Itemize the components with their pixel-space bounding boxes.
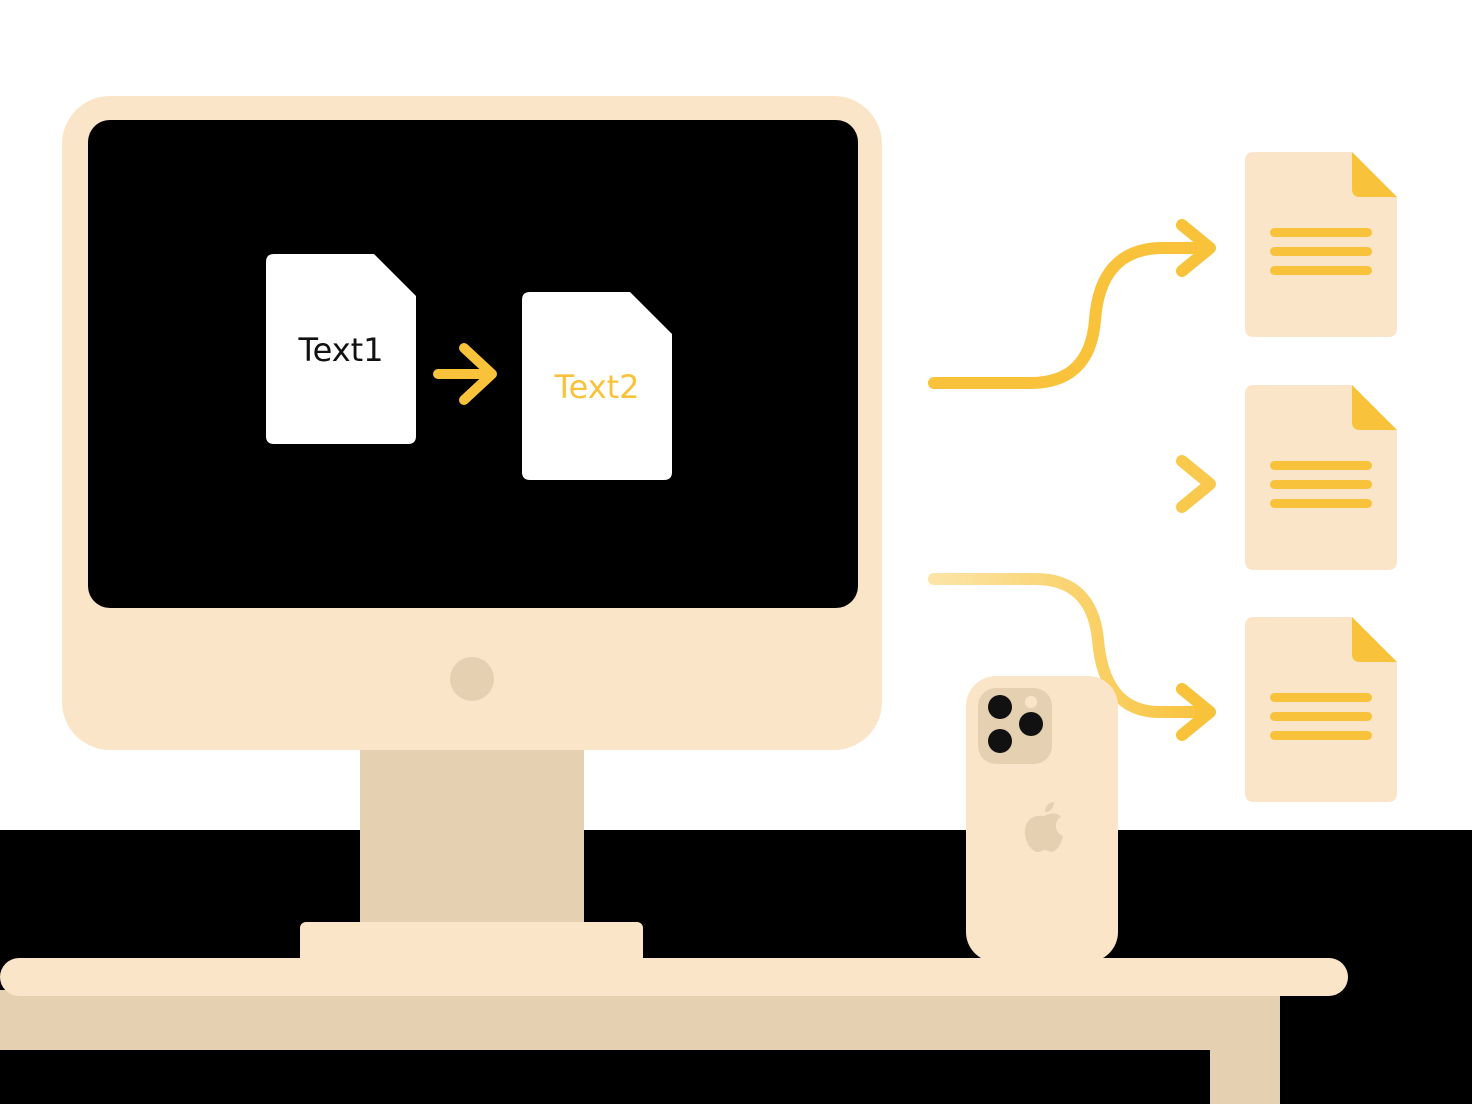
output-document-3 xyxy=(1245,617,1397,802)
monitor-power-dot xyxy=(450,657,494,701)
output-document-1 xyxy=(1245,152,1397,337)
camera-lens-icon xyxy=(1019,712,1043,736)
converted-document: Text2 xyxy=(522,292,672,480)
monitor-screen xyxy=(88,120,858,608)
desk-leg xyxy=(1210,990,1280,1104)
monitor-stand-neck xyxy=(360,740,584,935)
camera-lens-icon xyxy=(988,695,1012,719)
flow-arrow-bottom xyxy=(928,573,1216,741)
desk-front xyxy=(0,990,1280,1050)
output-document-2 xyxy=(1245,385,1397,570)
desk-top xyxy=(0,958,1348,996)
source-document: Text1 xyxy=(266,254,416,444)
flow-arrow-top xyxy=(928,219,1216,389)
smartphone xyxy=(966,676,1118,962)
monitor-stand-base xyxy=(300,922,643,968)
source-document-label: Text1 xyxy=(297,331,383,369)
camera-flash-icon xyxy=(1025,696,1037,708)
camera-lens-icon xyxy=(988,729,1012,753)
converted-document-label: Text2 xyxy=(553,368,639,406)
apple-logo-icon xyxy=(1024,802,1063,852)
convert-arrow-icon xyxy=(433,343,497,405)
flow-arrow-middle xyxy=(1109,455,1216,513)
